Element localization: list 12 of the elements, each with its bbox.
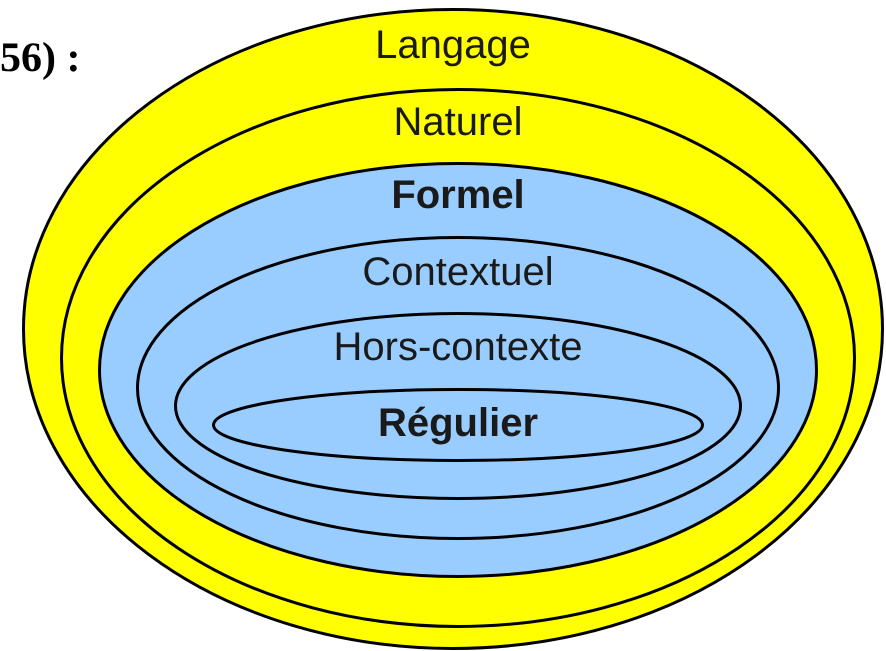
set-label: Formel bbox=[391, 172, 525, 218]
ellipse bbox=[136, 236, 780, 540]
ellipse bbox=[174, 312, 742, 500]
set-label: Langage bbox=[375, 22, 531, 68]
ellipse bbox=[60, 88, 856, 628]
set-label: Régulier bbox=[378, 400, 538, 446]
set-label: Contextuel bbox=[362, 249, 554, 295]
ellipse bbox=[98, 162, 818, 578]
heading-fragment: 56) : bbox=[0, 34, 80, 82]
inner-ellipse bbox=[212, 388, 704, 462]
set-label: Naturel bbox=[394, 99, 522, 145]
set-label: Hors-contexte bbox=[334, 324, 582, 370]
